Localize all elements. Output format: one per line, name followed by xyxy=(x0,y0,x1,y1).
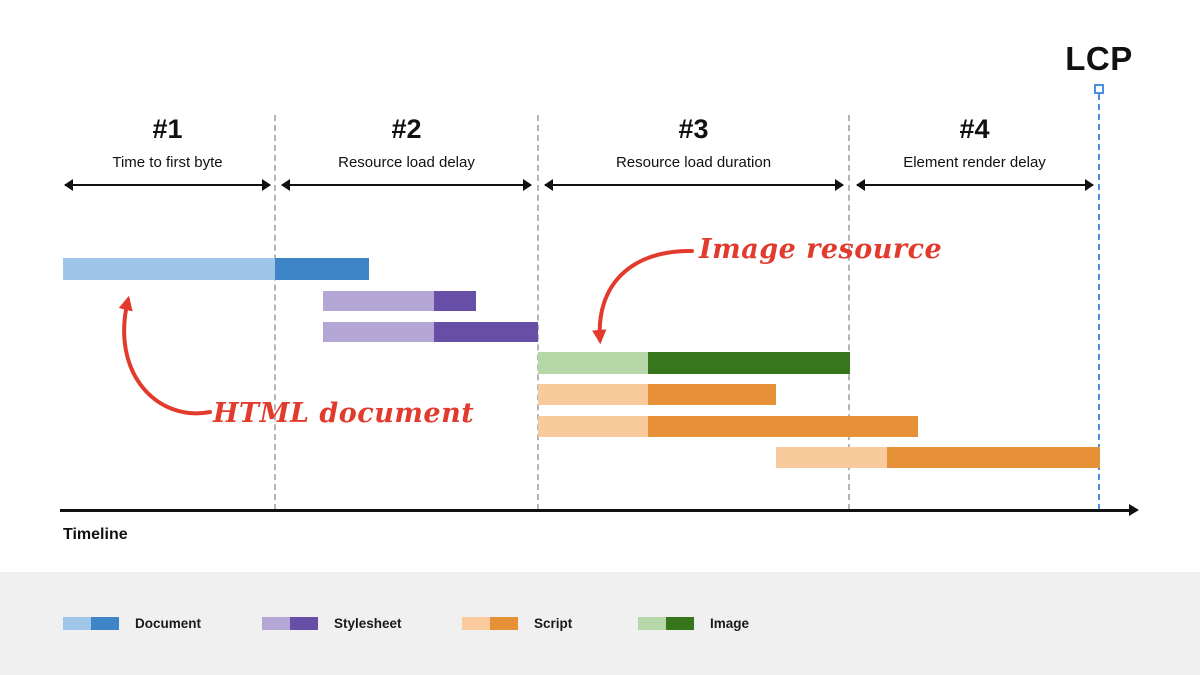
legend-label-stylesheet: Stylesheet xyxy=(334,616,402,631)
script-bar-1-dark-segment xyxy=(648,384,776,405)
legend-label-image: Image xyxy=(710,616,750,631)
script-bar-2-light-segment xyxy=(538,416,648,437)
phase-4-number: #4 xyxy=(959,114,990,144)
legend-item-script: Script xyxy=(462,616,572,631)
document-bar-light-segment xyxy=(63,258,275,280)
phase-4-label: Element render delay xyxy=(903,154,1046,171)
phase-1-number: #1 xyxy=(152,114,183,144)
phase-3-label: Resource load duration xyxy=(615,154,772,171)
script-bar-3-light-segment xyxy=(776,447,887,468)
phase-divider-3 xyxy=(848,115,850,510)
stylesheet-bar-2-dark-segment xyxy=(434,322,538,342)
stylesheet-swatch-light xyxy=(262,617,290,630)
phase-divider-1 xyxy=(274,115,276,510)
lcp-vertical-dashed-line xyxy=(1098,94,1100,510)
timeline-axis xyxy=(60,504,1139,516)
phase-1-label: Time to first byte xyxy=(112,154,223,171)
legend-label-script: Script xyxy=(534,616,573,631)
timeline-label: Timeline xyxy=(63,526,128,543)
legend-label-document: Document xyxy=(135,616,202,631)
document-swatch-dark xyxy=(91,617,119,630)
phase-4-range-arrow xyxy=(856,179,1094,191)
phase-2-range-arrow xyxy=(281,179,532,191)
legend-item-document: Document xyxy=(63,616,201,631)
phase-2-number: #2 xyxy=(391,114,422,144)
image-swatch-dark xyxy=(666,617,694,630)
annotation-html-document: HTML document xyxy=(213,398,475,429)
lcp-label: LCP xyxy=(1065,40,1133,77)
image-bar-light-segment xyxy=(538,352,648,374)
image-swatch-icon xyxy=(638,617,694,630)
phase-2-header: #2 Resource load delay xyxy=(275,114,538,171)
legend-strip: Document Stylesheet Script Image xyxy=(0,572,1200,675)
script-swatch-dark xyxy=(490,617,518,630)
phase-4-header: #4 Element render delay xyxy=(849,114,1100,171)
legend-item-stylesheet: Stylesheet xyxy=(262,616,402,631)
script-swatch-light xyxy=(462,617,490,630)
phase-3-range-arrow xyxy=(544,179,844,191)
phase-3-header: #3 Resource load duration xyxy=(538,114,849,171)
document-bar-dark-segment xyxy=(275,258,369,280)
phase-1-range-arrow xyxy=(64,179,271,191)
image-bar-dark-segment xyxy=(648,352,850,374)
lcp-line-top-marker xyxy=(1094,84,1104,94)
phase-divider-2 xyxy=(537,115,539,510)
stylesheet-bar-2-light-segment xyxy=(323,322,434,342)
script-swatch-icon xyxy=(462,617,518,630)
phase-2-label: Resource load delay xyxy=(338,154,475,171)
stylesheet-bar-1-light-segment xyxy=(323,291,434,311)
script-bar-2-dark-segment xyxy=(648,416,918,437)
document-swatch-light xyxy=(63,617,91,630)
stylesheet-bar-1-dark-segment xyxy=(434,291,476,311)
document-swatch-icon xyxy=(63,617,119,630)
phase-3-number: #3 xyxy=(678,114,709,144)
script-bar-3-dark-segment xyxy=(887,447,1100,468)
stylesheet-swatch-icon xyxy=(262,617,318,630)
phase-1-header: #1 Time to first byte xyxy=(60,114,275,171)
stylesheet-swatch-dark xyxy=(290,617,318,630)
annotation-image-resource: Image resource xyxy=(699,234,943,265)
script-bar-1-light-segment xyxy=(538,384,648,405)
legend-item-image: Image xyxy=(638,616,749,631)
image-swatch-light xyxy=(638,617,666,630)
